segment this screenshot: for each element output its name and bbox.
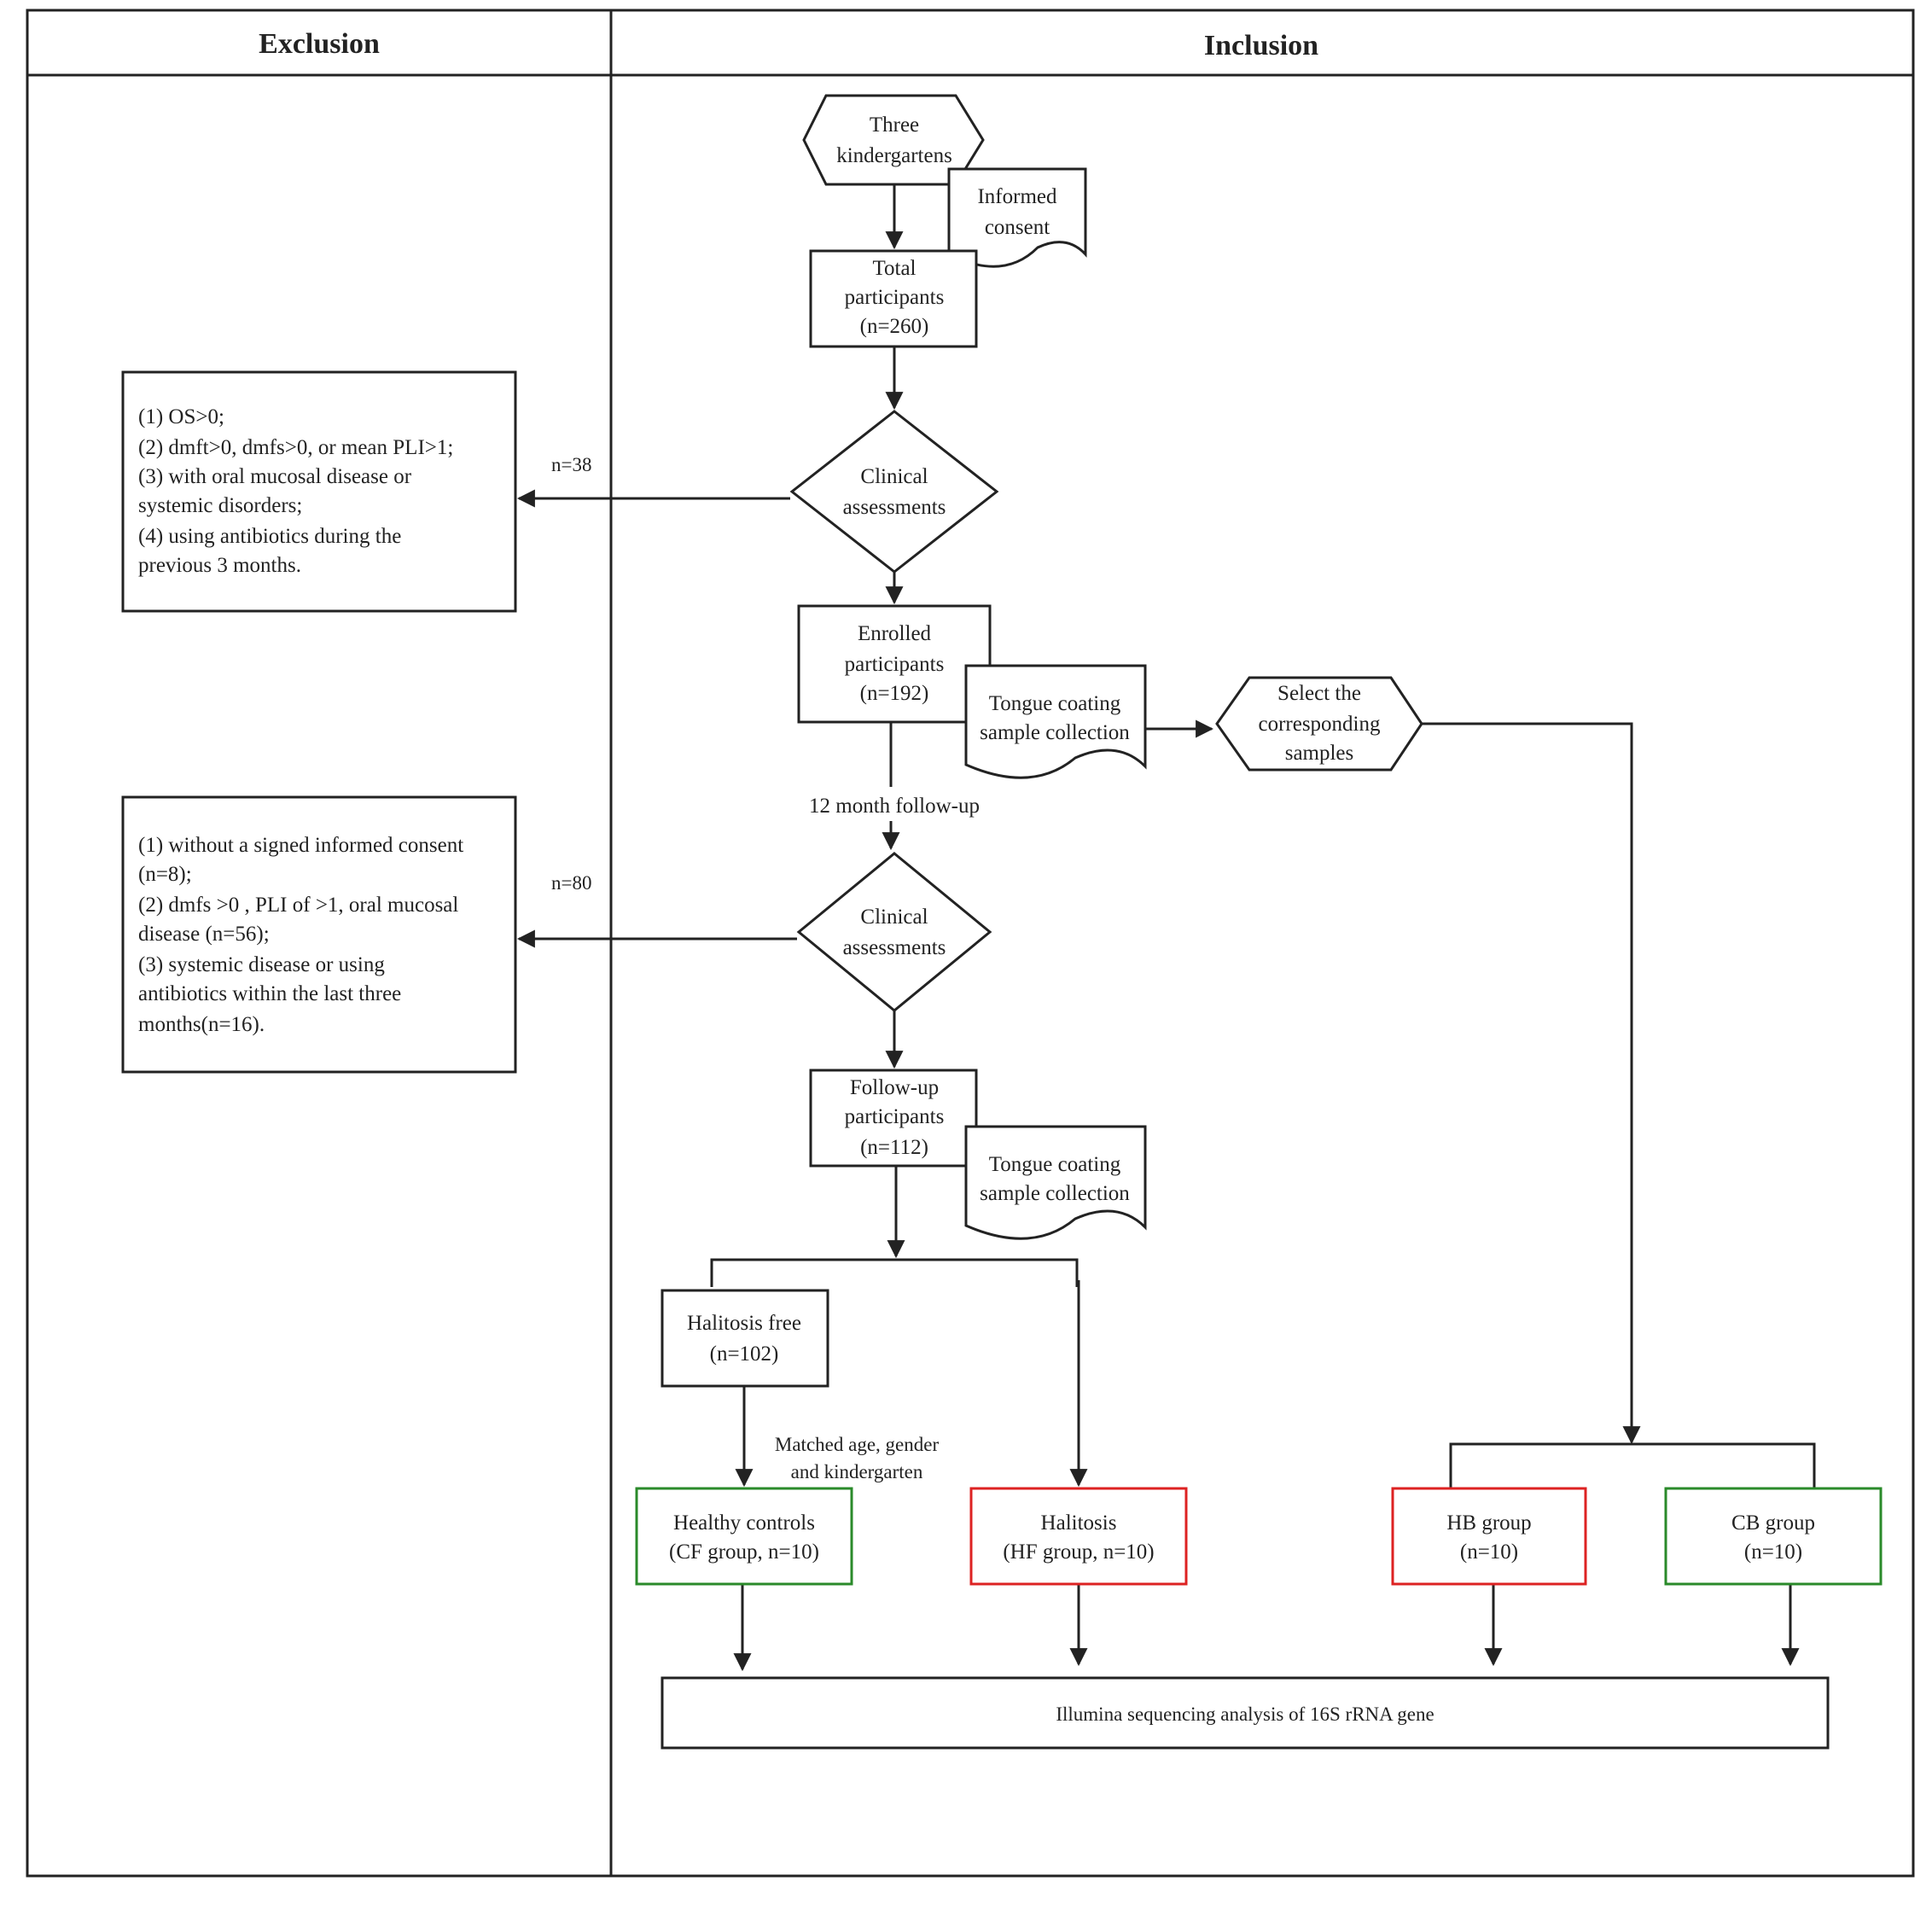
follow-up-participants-node: Follow-up participants (n=112) <box>809 1069 978 1168</box>
exclusion-criteria-1-node: (1) OS>0; (2) dmft>0, dmfs>0, or mean PL… <box>121 370 517 613</box>
inclusion-header: Inclusion <box>1204 30 1318 61</box>
svg-text:Halitosis free: Halitosis free <box>687 1312 801 1335</box>
svg-text:(2) dmft>0, dmfs>0, or mean PL: (2) dmft>0, dmfs>0, or mean PLI>1; <box>138 436 453 459</box>
tongue-sample-1-node: Tongue coating sample collection <box>964 664 1147 779</box>
svg-text:Total: Total <box>872 257 916 280</box>
svg-text:participants: participants <box>845 286 945 309</box>
svg-text:sample collection: sample collection <box>980 1182 1130 1205</box>
kindergartens-node: Three kindergartens <box>802 94 985 186</box>
total-participants-node: Total participants (n=260) <box>809 249 978 348</box>
svg-text:Three: Three <box>870 114 919 137</box>
svg-text:assessments: assessments <box>843 936 946 959</box>
diagram-frame <box>26 9 1915 1878</box>
svg-text:(3) with oral mucosal disease: (3) with oral mucosal disease or <box>138 465 412 488</box>
svg-text:participants: participants <box>845 1105 945 1128</box>
svg-text:(n=102): (n=102) <box>710 1342 779 1366</box>
halitosis-node: Halitosis (HF group, n=10) <box>969 1487 1188 1586</box>
svg-text:Healthy controls: Healthy controls <box>673 1511 815 1535</box>
svg-text:HB group: HB group <box>1446 1511 1531 1535</box>
svg-text:(1) OS>0;: (1) OS>0; <box>138 405 224 428</box>
svg-text:sample collection: sample collection <box>980 721 1130 744</box>
svg-text:(1) without a signed informed: (1) without a signed informed consent <box>138 834 463 857</box>
svg-text:Halitosis: Halitosis <box>1041 1511 1117 1535</box>
svg-text:(n=260): (n=260) <box>860 315 929 338</box>
svg-text:Select the: Select the <box>1277 682 1361 705</box>
split-bracket <box>710 1258 1079 1287</box>
groups-bracket <box>1449 1442 1816 1488</box>
svg-text:(CF group, n=10): (CF group, n=10) <box>669 1541 819 1564</box>
clinical-assessments-2-node: Clinical assessments <box>796 852 992 1012</box>
healthy-controls-node: Healthy controls (CF group, n=10) <box>635 1487 853 1586</box>
matched-label-line-1: Matched age, gender <box>775 1434 940 1455</box>
svg-text:systemic disorders;: systemic disorders; <box>138 494 302 517</box>
exclusion-criteria-2-node: (1) without a signed informed consent (n… <box>121 795 517 1074</box>
arrow-select-to-groups <box>1422 722 1641 1445</box>
svg-text:Follow-up: Follow-up <box>850 1076 939 1099</box>
connectors <box>516 184 1816 1672</box>
svg-text:antibiotics within the last th: antibiotics within the last three <box>138 982 401 1005</box>
sequencing-node: Illumina sequencing analysis of 16S rRNA… <box>660 1676 1830 1750</box>
clinical-assessments-1-node: Clinical assessments <box>789 410 999 574</box>
svg-text:Informed: Informed <box>977 185 1057 208</box>
enrolled-participants-node: Enrolled participants (n=192) <box>797 604 992 724</box>
svg-text:corresponding: corresponding <box>1258 713 1381 736</box>
svg-text:Illumina sequencing analysis o: Illumina sequencing analysis of 16S rRNA… <box>1056 1704 1434 1725</box>
halitosis-free-node: Halitosis free (n=102) <box>660 1289 829 1388</box>
exclusion-header: Exclusion <box>259 28 380 60</box>
matched-label-line-2: and kindergarten <box>791 1461 923 1482</box>
excluded-count-2: n=80 <box>551 872 591 894</box>
svg-text:CB group: CB group <box>1731 1511 1815 1535</box>
excluded-count-1: n=38 <box>551 454 591 475</box>
svg-text:samples: samples <box>1285 742 1354 765</box>
svg-text:kindergartens: kindergartens <box>836 144 952 167</box>
svg-text:(n=112): (n=112) <box>860 1136 928 1159</box>
svg-text:(2) dmfs >0 , PLI of >1, oral: (2) dmfs >0 , PLI of >1, oral mucosal <box>138 894 458 917</box>
tongue-sample-2-node: Tongue coating sample collection <box>964 1125 1147 1240</box>
svg-text:(4) using antibiotics during: (4) using antibiotics during the <box>138 525 401 548</box>
svg-text:Tongue coating: Tongue coating <box>989 692 1121 715</box>
svg-text:(n=10): (n=10) <box>1460 1541 1518 1564</box>
select-samples-node: Select the corresponding samples <box>1215 676 1423 772</box>
svg-text:months(n=16).: months(n=16). <box>138 1013 265 1036</box>
svg-text:assessments: assessments <box>843 496 946 519</box>
svg-text:participants: participants <box>845 653 945 676</box>
follow-up-label: 12 month follow-up <box>809 795 980 818</box>
svg-text:previous 3 months.: previous 3 months. <box>138 554 301 577</box>
hb-group-node: HB group (n=10) <box>1391 1487 1587 1586</box>
informed-consent-node: Informed consent <box>947 167 1087 268</box>
svg-text:Enrolled: Enrolled <box>858 622 932 645</box>
cb-group-node: CB group (n=10) <box>1664 1487 1883 1586</box>
svg-text:consent: consent <box>985 216 1050 239</box>
svg-text:(n=192): (n=192) <box>860 682 929 705</box>
svg-text:(n=8);: (n=8); <box>138 863 192 886</box>
svg-text:Clinical: Clinical <box>860 465 928 488</box>
svg-text:(3) systemic disease or using: (3) systemic disease or using <box>138 953 385 976</box>
svg-text:(n=10): (n=10) <box>1744 1541 1802 1564</box>
svg-text:(HF group, n=10): (HF group, n=10) <box>1003 1541 1154 1564</box>
svg-text:disease (n=56);: disease (n=56); <box>138 923 270 946</box>
svg-text:Clinical: Clinical <box>860 906 928 929</box>
svg-text:Tongue coating: Tongue coating <box>989 1153 1121 1176</box>
